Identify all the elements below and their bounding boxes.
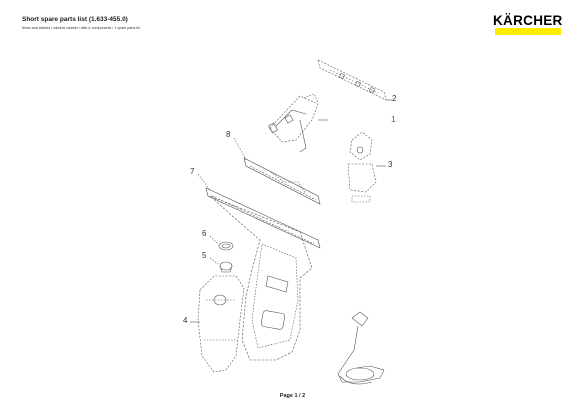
part-2-wiper-blade bbox=[317, 59, 392, 101]
main-body-housing bbox=[209, 195, 313, 361]
part-3-pivot-bracket bbox=[347, 131, 386, 203]
part-7-frame-bar bbox=[197, 173, 321, 249]
callout-5: 5 bbox=[202, 251, 207, 260]
callout-4: 4 bbox=[183, 316, 188, 325]
part-5-tank-cap bbox=[209, 257, 233, 273]
callout-3: 3 bbox=[388, 160, 393, 169]
document-title: Short spare parts list (1.633-455.0) bbox=[22, 16, 128, 23]
logo-accent-bar bbox=[495, 28, 561, 35]
callout-8: 8 bbox=[226, 130, 231, 139]
charger-cable bbox=[337, 311, 385, 385]
callout-2: 2 bbox=[392, 94, 397, 103]
part-8-blade-holder bbox=[233, 137, 321, 205]
callout-7: 7 bbox=[190, 167, 195, 176]
page-number: Page 1 / 2 bbox=[279, 393, 306, 399]
callout-6: 6 bbox=[202, 229, 207, 238]
karcher-logo: KÄRCHER bbox=[493, 13, 563, 28]
part-4-water-tank bbox=[190, 275, 245, 373]
part-1-wiper-head bbox=[267, 93, 328, 153]
callout-1: 1 bbox=[391, 115, 396, 124]
document-subtitle: Items and articles / window cleaner / wi… bbox=[22, 26, 141, 30]
part-6-seal-ring bbox=[209, 235, 234, 251]
